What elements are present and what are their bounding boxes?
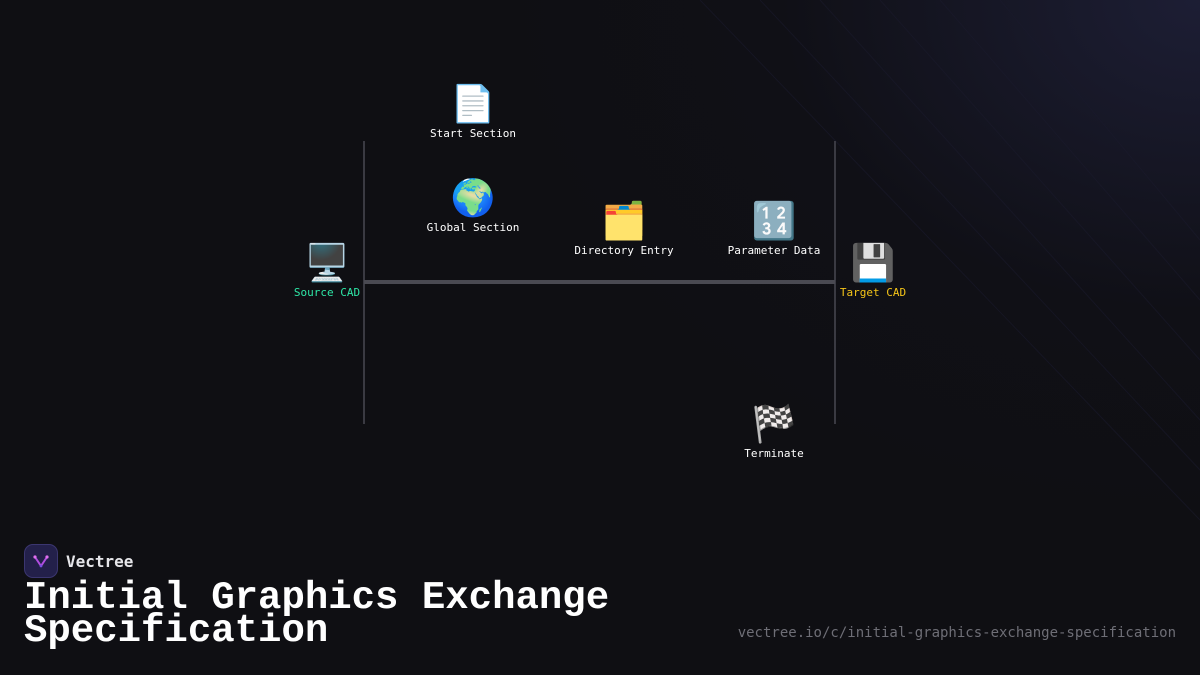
page-title: Initial Graphics Exchange Specification <box>24 576 610 653</box>
parameter-data-node: 🔢 Parameter Data <box>728 201 821 257</box>
page-url[interactable]: vectree.io/c/initial-graphics-exchange-s… <box>737 625 1176 641</box>
global-section-node: 🌍 Global Section <box>427 178 520 234</box>
directory-entry-node: 🗂️ Directory Entry <box>574 201 673 257</box>
document-icon: 📄 <box>450 84 496 125</box>
globe-icon: 🌍 <box>450 178 496 219</box>
global-section-label: Global Section <box>426 221 520 234</box>
target-cad-node: 💾 Target CAD <box>840 243 906 299</box>
start-section-node: 📄 Start Section <box>430 84 516 140</box>
terminate-label: Terminate <box>744 447 804 460</box>
card-index-dividers-icon: 🗂️ <box>601 201 647 242</box>
numbers-1234-icon: 🔢 <box>751 201 797 242</box>
directory-entry-label: Directory Entry <box>574 244 674 257</box>
vectree-logo-mark <box>33 555 49 568</box>
vectree-logo-icon <box>24 544 58 578</box>
target-lifeline <box>834 141 836 424</box>
checkered-flag-icon: 🏁 <box>751 404 797 445</box>
terminate-node: 🏁 Terminate <box>744 404 804 460</box>
start-section-label: Start Section <box>429 127 517 140</box>
source-cad-node: 🖥️ Source CAD <box>294 243 360 299</box>
brand: Vectree <box>24 544 133 578</box>
floppy-disk-icon: 💾 <box>850 243 896 284</box>
desktop-computer-icon: 🖥️ <box>304 243 350 284</box>
brand-name: Vectree <box>66 551 134 571</box>
target-cad-label: Target CAD <box>839 286 907 299</box>
parameter-data-label: Parameter Data <box>727 244 821 257</box>
transfer-bus-line <box>364 280 835 284</box>
source-cad-label: Source CAD <box>293 286 361 299</box>
